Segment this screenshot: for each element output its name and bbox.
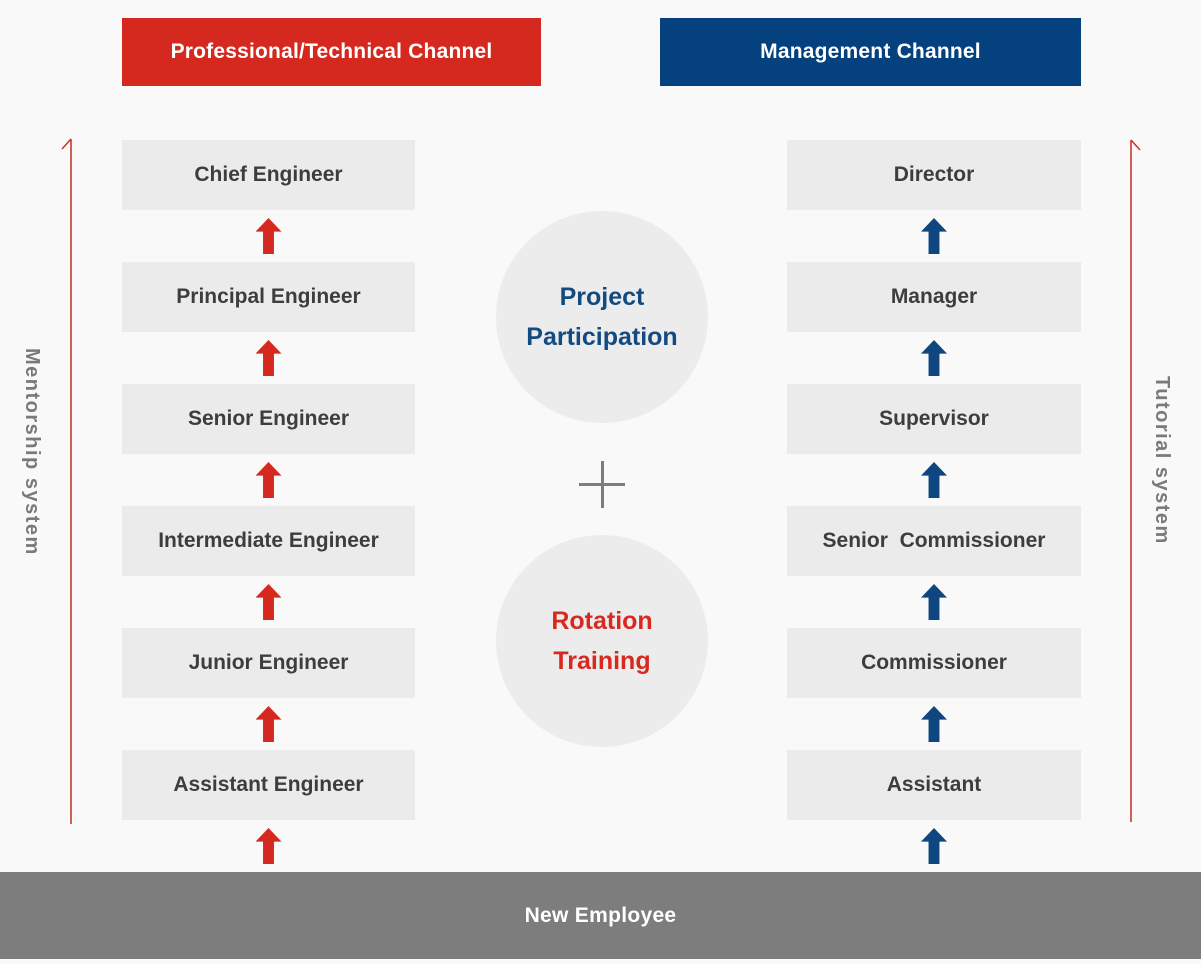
up-arrow-icon xyxy=(255,706,282,742)
up-arrow-icon xyxy=(921,340,947,376)
up-arrow-icon xyxy=(255,828,282,864)
mentorship-guide-arrow xyxy=(61,138,72,824)
new-employee-bar: New Employee xyxy=(0,872,1201,959)
level-box-chief-engineer: Chief Engineer xyxy=(122,140,415,210)
rotation-training-circle: Rotation Training xyxy=(496,535,708,747)
level-box-principal-engineer: Principal Engineer xyxy=(122,262,415,332)
new-employee-label: New Employee xyxy=(524,903,677,927)
level-box-junior-engineer: Junior Engineer xyxy=(122,628,415,698)
professional-channel-header: Professional/Technical Channel xyxy=(122,18,541,86)
mentorship-system-label: Mentorship system xyxy=(21,348,43,556)
rotation-training-line2: Training xyxy=(553,647,651,675)
up-arrow-icon xyxy=(255,218,282,254)
level-box-assistant-engineer: Assistant Engineer xyxy=(122,750,415,820)
tutorial-system-label: Tutorial system xyxy=(1151,376,1173,545)
up-arrow-icon xyxy=(255,340,282,376)
plus-icon xyxy=(579,461,625,508)
level-box-senior-engineer: Senior Engineer xyxy=(122,384,415,454)
up-arrow-icon xyxy=(921,828,947,864)
project-participation-circle: Project Participation xyxy=(496,211,708,423)
up-arrow-icon xyxy=(255,584,282,620)
up-arrow-icon xyxy=(921,584,947,620)
management-channel-header: Management Channel xyxy=(660,18,1081,86)
project-participation-line2: Participation xyxy=(526,323,678,351)
level-box-director: Director xyxy=(787,140,1081,210)
up-arrow-icon xyxy=(921,706,947,742)
level-box-manager: Manager xyxy=(787,262,1081,332)
rotation-training-line1: Rotation xyxy=(551,607,653,635)
up-arrow-icon xyxy=(921,462,947,498)
level-box-senior-commissioner: Senior Commissioner xyxy=(787,506,1081,576)
level-box-intermediate-engineer: Intermediate Engineer xyxy=(122,506,415,576)
up-arrow-icon xyxy=(921,218,947,254)
up-arrow-icon xyxy=(255,462,282,498)
management-ladder: Director Manager Supervisor Senior Commi… xyxy=(787,140,1081,872)
level-box-assistant: Assistant xyxy=(787,750,1081,820)
professional-ladder: Chief Engineer Principal Engineer Senior… xyxy=(122,140,415,872)
level-box-supervisor: Supervisor xyxy=(787,384,1081,454)
level-box-commissioner: Commissioner xyxy=(787,628,1081,698)
tutorial-guide-arrow xyxy=(1130,139,1141,822)
project-participation-line1: Project xyxy=(559,283,645,311)
